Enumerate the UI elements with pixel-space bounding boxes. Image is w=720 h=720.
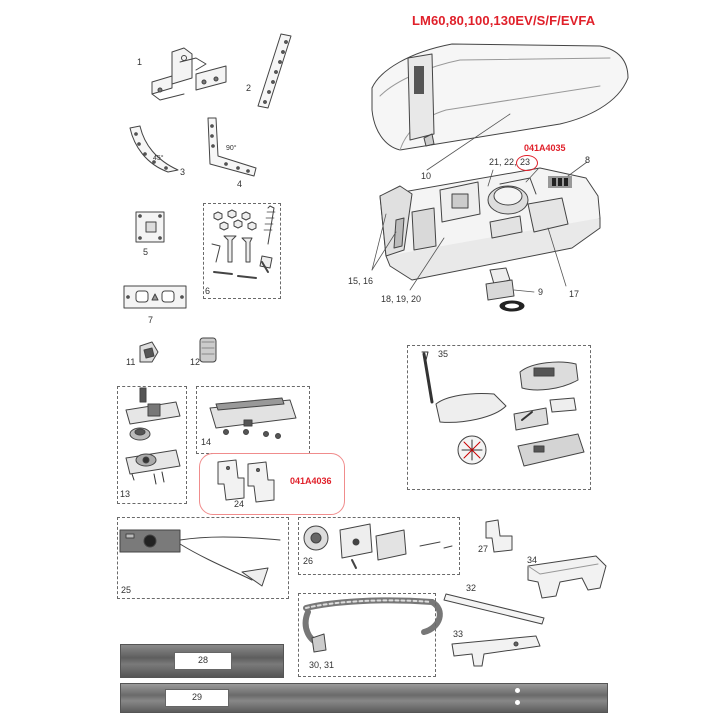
rail-29-hole-top — [515, 688, 520, 693]
leader-lines — [371, 113, 588, 293]
part-6-hardware — [211, 205, 276, 279]
label-25: 25 — [121, 585, 132, 595]
label-33: 33 — [453, 629, 464, 639]
label-24: 24 — [234, 499, 245, 509]
label-27: 27 — [478, 544, 489, 554]
label-11: 11 — [126, 357, 136, 367]
label-18: 18, 19, 20 — [381, 294, 422, 304]
part-32-strip — [443, 593, 545, 625]
label-10: 10 — [421, 171, 432, 181]
label-17: 17 — [569, 289, 580, 299]
part-30-chain — [302, 597, 443, 653]
ref-code-2: 041A4036 — [290, 476, 332, 486]
group-box-14 — [196, 386, 310, 454]
label-26: 26 — [303, 556, 314, 566]
group-box-13 — [117, 386, 187, 504]
motor-base-assembly — [379, 167, 601, 281]
label-4a: 90° — [226, 145, 237, 152]
label-8: 8 — [585, 155, 591, 165]
label-34: 34 — [527, 555, 538, 565]
rail-28: 28 — [120, 644, 284, 678]
group-box-6 — [203, 203, 281, 299]
part-35-remote — [421, 351, 585, 467]
label-12: 12 — [190, 357, 201, 367]
part-5-plate — [135, 211, 165, 243]
label-32: 32 — [466, 583, 477, 593]
label-5: 5 — [143, 247, 149, 257]
part-26-pulley — [303, 523, 453, 569]
part-14-carriage — [209, 397, 297, 439]
label-4: 4 — [237, 179, 243, 189]
part-25-control-unit — [119, 529, 281, 587]
label-23: 23 — [520, 157, 531, 167]
label-9: 9 — [538, 287, 544, 297]
part-7-long-plate — [123, 285, 187, 309]
ref-code-1: 041A4035 — [524, 143, 566, 153]
label-30: 30, 31 — [309, 660, 335, 670]
part-34-bracket — [527, 555, 607, 599]
highlight-circle-23 — [516, 155, 538, 171]
part-12-bushing — [199, 337, 217, 363]
label-1: 1 — [137, 57, 143, 67]
label-35: 35 — [438, 349, 449, 359]
group-box-35 — [407, 345, 591, 490]
group-box-30 — [298, 593, 436, 677]
rail-29: 29 — [120, 683, 608, 713]
part-9-clip — [485, 267, 525, 312]
part-13-trolley — [125, 387, 181, 485]
rail-29-label: 29 — [165, 689, 229, 707]
part-3-curved-arm — [129, 125, 179, 173]
rail-28-label: 28 — [174, 652, 232, 670]
label-7: 7 — [148, 315, 154, 325]
label-3a: 45° — [153, 155, 164, 162]
label-28: 28 — [197, 655, 208, 665]
part-10-cover — [371, 43, 629, 151]
part-1-hinge-bracket — [151, 47, 227, 101]
label-15: 15, 16 — [348, 276, 374, 286]
highlight-box-24 — [199, 453, 345, 515]
part-33-bracket — [451, 635, 541, 667]
group-box-26 — [298, 517, 460, 575]
group-box-25 — [117, 517, 289, 599]
diagram-title: LM60,80,100,130EV/S/F/EVFA — [412, 13, 596, 28]
part-24-brackets — [217, 459, 275, 503]
label-3: 3 — [180, 167, 186, 177]
part-27-bracket — [485, 519, 513, 553]
part-2-strap — [257, 33, 292, 109]
label-6: 6 — [205, 286, 211, 296]
label-14: 14 — [201, 437, 212, 447]
part-11-bracket — [139, 341, 159, 363]
rail-29-hole-bottom — [515, 700, 520, 705]
part-4-angle-arm — [207, 117, 257, 177]
label-21: 21, 22, — [489, 157, 517, 167]
label-13: 13 — [120, 489, 131, 499]
label-2: 2 — [246, 83, 252, 93]
label-29: 29 — [191, 692, 202, 702]
